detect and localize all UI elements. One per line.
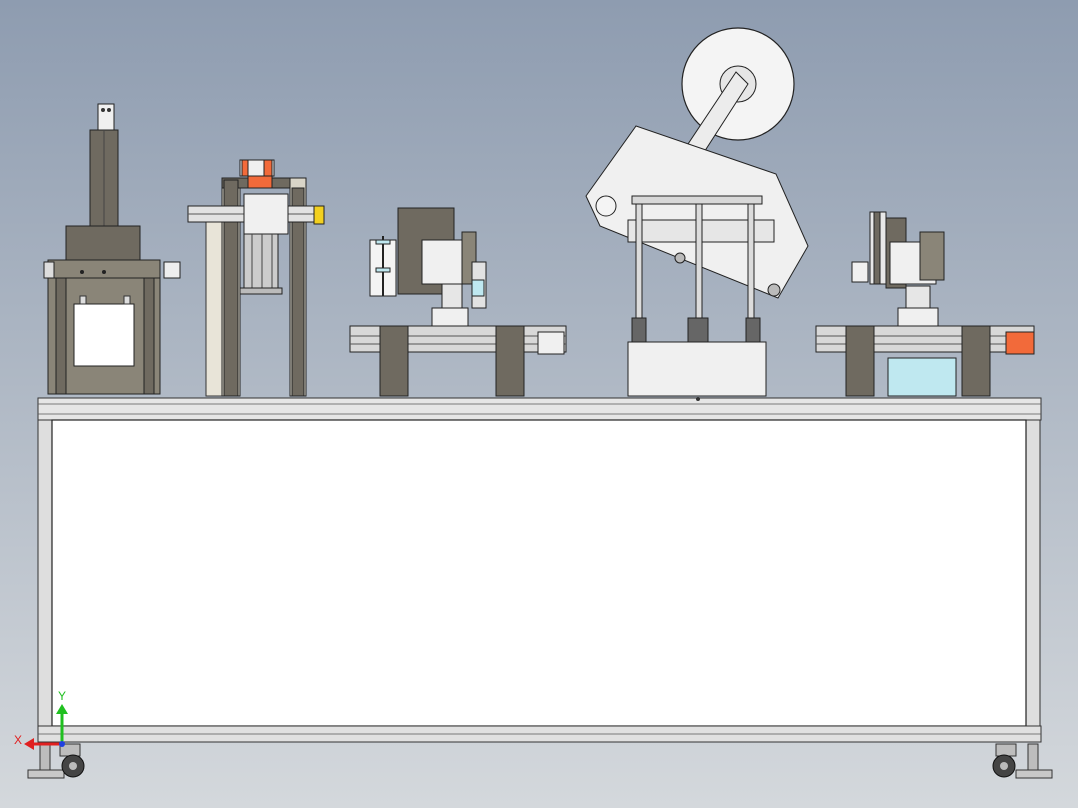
station-4-label-applicator[interactable] xyxy=(585,27,809,397)
machine-base-table[interactable] xyxy=(37,397,1042,743)
station-5-inspection-module[interactable] xyxy=(815,211,1035,397)
coordinate-triad: Y X xyxy=(14,689,68,750)
y-axis-label: Y xyxy=(58,689,66,703)
left-foot-caster xyxy=(27,743,85,779)
table-panel xyxy=(51,419,1027,727)
station-1-vertical-actuator[interactable] xyxy=(43,103,181,395)
station-2-pick-and-place[interactable] xyxy=(187,159,325,397)
cyan-fixture-block xyxy=(887,357,957,397)
right-foot-caster xyxy=(992,743,1053,779)
x-axis-label: X xyxy=(14,733,22,747)
station-3-dispenser-module[interactable] xyxy=(349,207,567,397)
